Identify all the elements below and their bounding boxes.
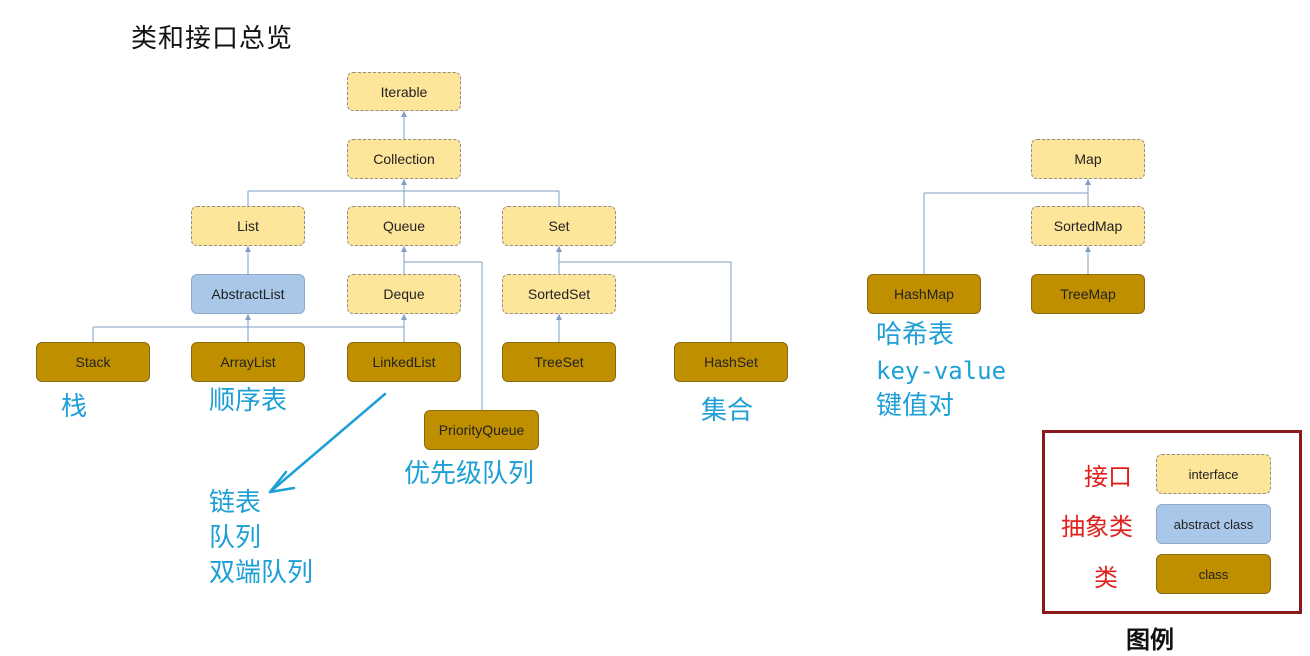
annotation-hash-map-2: key-value	[876, 357, 1007, 385]
node-map: Map	[1031, 139, 1145, 179]
legend-swatch-abstract: abstract class	[1156, 504, 1271, 544]
node-abstract-list: AbstractList	[191, 274, 305, 314]
node-stack: Stack	[36, 342, 150, 382]
node-collection: Collection	[347, 139, 461, 179]
legend-label-abstract: 抽象类	[1061, 513, 1133, 541]
node-list: List	[191, 206, 305, 246]
legend-box: 接口 interface 抽象类 abstract class 类 class	[1042, 430, 1302, 614]
annotation-hash-map-3: 键值对	[876, 391, 955, 421]
node-tree-set: TreeSet	[502, 342, 616, 382]
node-linked-list: LinkedList	[347, 342, 461, 382]
node-sorted-map: SortedMap	[1031, 206, 1145, 246]
node-hash-map: HashMap	[867, 274, 981, 314]
node-iterable: Iterable	[347, 72, 461, 111]
linked-list-pointer-arrow	[268, 392, 387, 494]
annotation-stack: 栈	[61, 392, 88, 422]
legend-label-interface: 接口	[1084, 463, 1132, 491]
node-set: Set	[502, 206, 616, 246]
node-queue: Queue	[347, 206, 461, 246]
legend-swatch-class: class	[1156, 554, 1271, 594]
annotation-hash-map-1: 哈希表	[876, 320, 955, 350]
annotation-linked-list-3: 双端队列	[209, 558, 314, 588]
annotation-array-list: 顺序表	[209, 386, 288, 416]
node-array-list: ArrayList	[191, 342, 305, 382]
legend-swatch-interface: interface	[1156, 454, 1271, 494]
node-hash-set: HashSet	[674, 342, 788, 382]
annotation-linked-list-2: 队列	[209, 523, 262, 553]
diagram-title: 类和接口总览	[131, 24, 294, 54]
legend-label-class: 类	[1094, 564, 1118, 592]
annotation-set: 集合	[701, 396, 754, 426]
node-deque: Deque	[347, 274, 461, 314]
node-tree-map: TreeMap	[1031, 274, 1145, 314]
annotation-linked-list-1: 链表	[209, 488, 262, 518]
legend-caption: 图例	[1126, 626, 1174, 654]
node-priority-queue: PriorityQueue	[424, 410, 539, 450]
annotation-priority-queue: 优先级队列	[404, 459, 535, 489]
node-sorted-set: SortedSet	[502, 274, 616, 314]
